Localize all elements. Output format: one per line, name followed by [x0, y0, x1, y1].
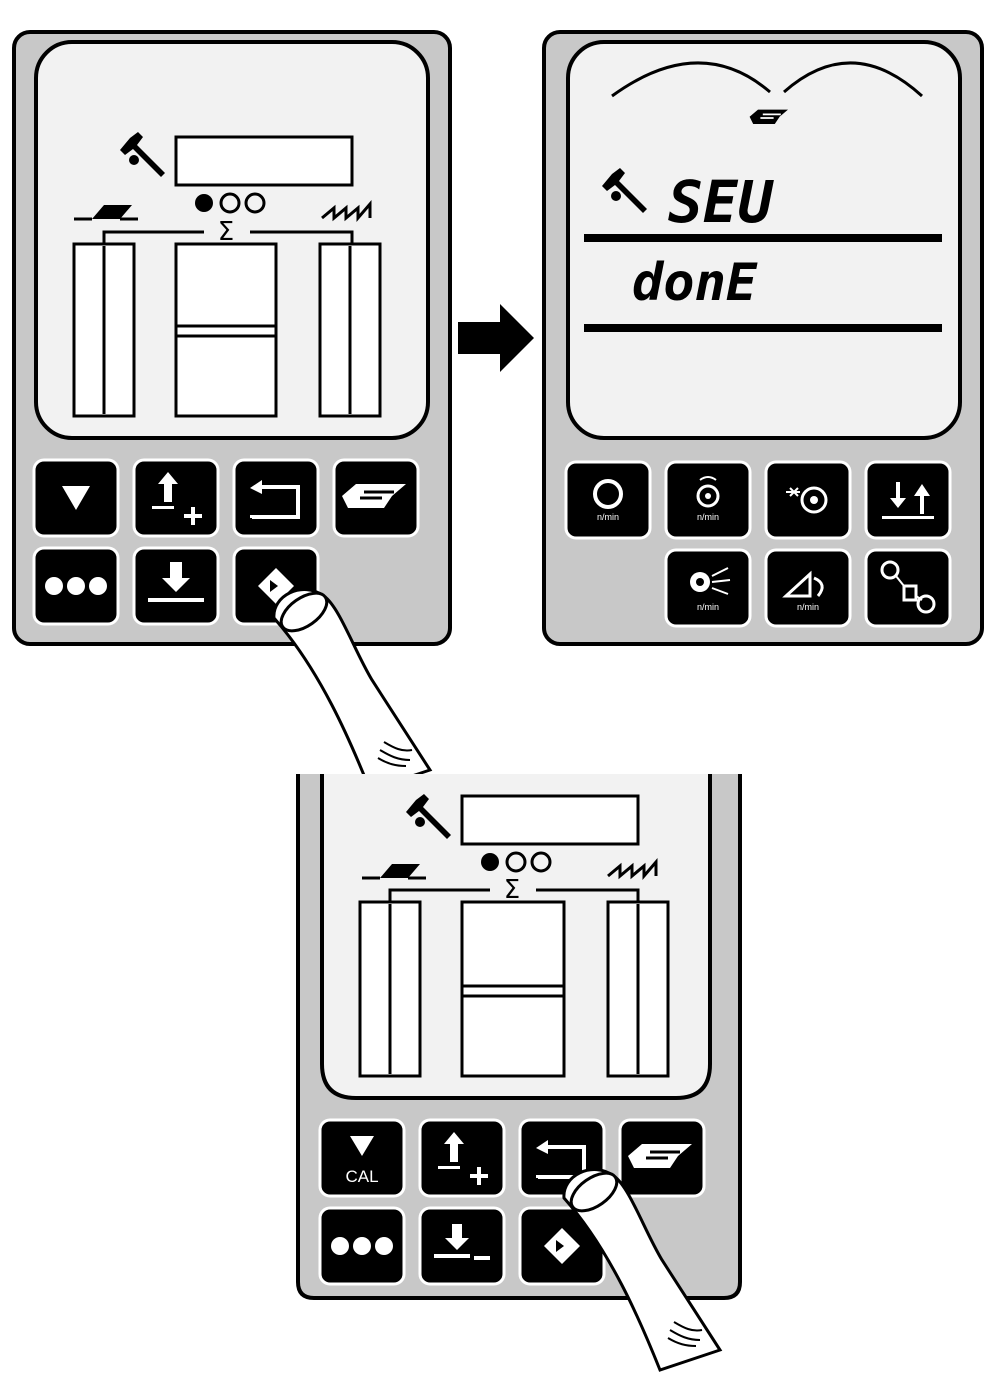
- down-minus-key[interactable]: [418, 1206, 506, 1286]
- bar-center: [460, 900, 566, 1078]
- display-rule-1: [584, 234, 942, 242]
- fan-speed-key-label: n/min: [697, 602, 719, 612]
- up-plus-key[interactable]: [132, 458, 220, 538]
- pto-speed-key-label: n/min: [597, 512, 619, 522]
- gear-key[interactable]: [864, 548, 952, 628]
- height-key[interactable]: [864, 460, 952, 540]
- dot-empty-1: [505, 851, 527, 873]
- arc-right: [783, 61, 924, 98]
- panel-c: Σ CAL: [296, 774, 742, 1372]
- three-dots-icon: [331, 1237, 393, 1255]
- book-key[interactable]: [618, 1118, 706, 1198]
- arc-left: [611, 61, 771, 98]
- panel-c-value-box: [460, 794, 640, 846]
- cal-key[interactable]: CAL: [318, 1118, 406, 1198]
- panel-a-value-box: [174, 135, 354, 187]
- dot-empty-2: [244, 192, 266, 214]
- book-icon: [749, 109, 788, 124]
- right-arrow-icon: [458, 304, 534, 372]
- display-rule-2: [584, 324, 942, 332]
- bracket-lines: [388, 888, 640, 902]
- three-dots-icon: [45, 577, 107, 595]
- dot-empty-1: [219, 192, 241, 214]
- down-key[interactable]: [132, 546, 220, 626]
- triangle-down-icon: [350, 1136, 374, 1156]
- panel-a: Σ: [12, 30, 452, 792]
- rotor-speed-key-label: n/min: [697, 512, 719, 522]
- cal-key-label: CAL: [345, 1167, 378, 1186]
- three-dots-key[interactable]: [32, 546, 120, 626]
- ground-speed-key[interactable]: n/min: [764, 548, 852, 628]
- panel-b: SEU donE n/min n/min: [542, 30, 984, 646]
- bracket-lines: [102, 230, 354, 244]
- bar-center: [174, 242, 278, 418]
- up-plus-key[interactable]: [418, 1118, 506, 1198]
- return-key[interactable]: [232, 458, 320, 538]
- arrow-down-minus-icon: [445, 1224, 469, 1250]
- pto-speed-key[interactable]: n/min: [564, 460, 652, 540]
- dot-filled: [481, 853, 499, 871]
- display-line-2: donE: [632, 253, 758, 313]
- fan-speed-key[interactable]: n/min: [664, 548, 752, 628]
- book-key[interactable]: [332, 458, 420, 538]
- dot-empty-2: [530, 851, 552, 873]
- triangle-down-icon: [62, 486, 90, 510]
- cutter-key[interactable]: [764, 460, 852, 540]
- display-line-1: SEU: [668, 168, 775, 236]
- ground-speed-key-label: n/min: [797, 602, 819, 612]
- sigma-icon: Σ: [218, 217, 234, 247]
- dot-filled: [195, 194, 213, 212]
- sigma-icon: Σ: [504, 875, 520, 905]
- rotor-speed-key[interactable]: n/min: [664, 460, 752, 540]
- down-arrow-key[interactable]: [32, 458, 120, 538]
- three-dots-key[interactable]: [318, 1206, 406, 1286]
